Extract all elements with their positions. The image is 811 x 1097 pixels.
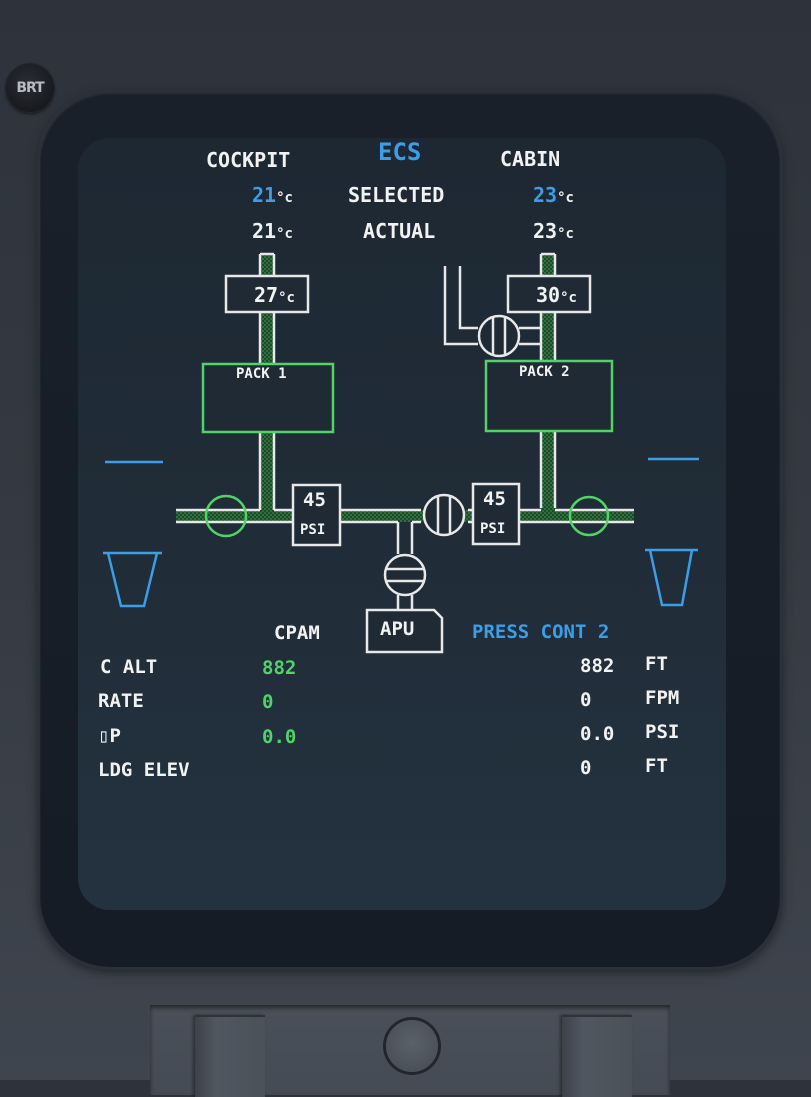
pack1-bleed-pressure: 45 <box>303 489 326 511</box>
pack2-flow-valve-icon <box>568 495 610 537</box>
page-title: ECS <box>378 138 422 166</box>
ecs-display-screen: ECS COCKPIT CABIN 21°c SELECTED 23°c 21°… <box>78 138 726 910</box>
delta-p-cont-value: 0.0 <box>580 723 615 745</box>
apu-bleed-valve-icon <box>383 553 427 597</box>
pack1-outlet-temp-value: 27 <box>254 283 279 307</box>
temp-unit: °c <box>276 190 293 206</box>
pack2-bypass-line <box>443 266 541 346</box>
cabin-selected-value: 23 <box>533 183 558 207</box>
temp-unit: °c <box>557 190 574 206</box>
pack1-outlet-temp-box <box>224 274 310 314</box>
cpam-label: CPAM <box>274 622 320 644</box>
cockpit-actual-value: 21 <box>252 219 277 243</box>
pack1-label: PACK 1 <box>236 366 287 382</box>
apu-box <box>365 608 444 654</box>
rate-unit: FPM <box>645 687 680 709</box>
ldg-elev-unit: FT <box>645 755 668 777</box>
selected-label: SELECTED <box>348 183 445 207</box>
rate-label: RATE <box>98 690 144 712</box>
apu-label: APU <box>380 618 415 640</box>
cockpit-selected-value: 21 <box>252 183 277 207</box>
pack2-bleed-pressure-box <box>471 482 521 546</box>
c-alt-cont-value: 882 <box>580 655 615 677</box>
pack2-outlet-temp-value: 30 <box>536 283 561 307</box>
cockpit-actual-temp: 21°c <box>252 219 293 243</box>
cabin-actual-temp: 23°c <box>533 219 574 243</box>
right-control-lever[interactable] <box>562 1015 632 1097</box>
cabin-selected-temp: 23°c <box>533 183 574 207</box>
pack1-outlet-temp: 27°c <box>254 283 295 307</box>
pack2-outlet-temp: 30°c <box>536 283 577 307</box>
brightness-knob-label: BRT <box>16 80 44 96</box>
left-control-lever[interactable] <box>195 1015 265 1097</box>
cabin-label: CABIN <box>500 147 561 171</box>
crossbleed-valve-icon <box>422 493 466 537</box>
delta-p-label: ▯P <box>98 725 121 747</box>
pack2-pressure-unit: PSI <box>480 521 506 537</box>
cabin-actual-value: 23 <box>533 219 558 243</box>
pack1-pressure-unit: PSI <box>300 522 326 538</box>
pack2-bypass-valve-icon <box>477 314 521 358</box>
pack2-bleed-pressure: 45 <box>483 488 506 510</box>
delta-p-cpam-value: 0.0 <box>262 726 297 748</box>
apu-bleed-duct <box>396 522 414 610</box>
cockpit-label: COCKPIT <box>206 148 291 172</box>
temp-unit: °c <box>557 226 574 242</box>
pack2-box <box>484 359 614 433</box>
temp-unit: °c <box>278 290 295 306</box>
pack1-bleed-pressure-box <box>291 483 342 547</box>
actual-label: ACTUAL <box>363 219 436 243</box>
pack1-box <box>201 362 335 434</box>
pack1-flow-valve-icon <box>204 494 248 538</box>
c-alt-label: C ALT <box>100 656 158 678</box>
ldg-elev-label: LDG ELEV <box>98 759 190 781</box>
rate-cont-value: 0 <box>580 689 592 711</box>
press-cont-label: PRESS CONT 2 <box>472 621 610 643</box>
cockpit-selected-temp: 21°c <box>252 183 293 207</box>
c-alt-unit: FT <box>645 653 668 675</box>
pack2-outlet-temp-box <box>506 274 592 314</box>
right-outflow-icon <box>645 548 698 607</box>
pack2-label: PACK 2 <box>519 364 570 380</box>
ldg-elev-cont-value: 0 <box>580 757 592 779</box>
ecs-schematic <box>103 252 699 654</box>
brightness-knob[interactable]: BRT <box>6 64 54 112</box>
center-control-knob[interactable] <box>386 1020 438 1072</box>
c-alt-cpam-value: 882 <box>262 657 297 679</box>
left-outflow-icon <box>103 551 162 608</box>
temp-unit: °c <box>560 290 577 306</box>
delta-p-unit: PSI <box>645 721 680 743</box>
temp-unit: °c <box>276 226 293 242</box>
rate-cpam-value: 0 <box>262 691 274 713</box>
